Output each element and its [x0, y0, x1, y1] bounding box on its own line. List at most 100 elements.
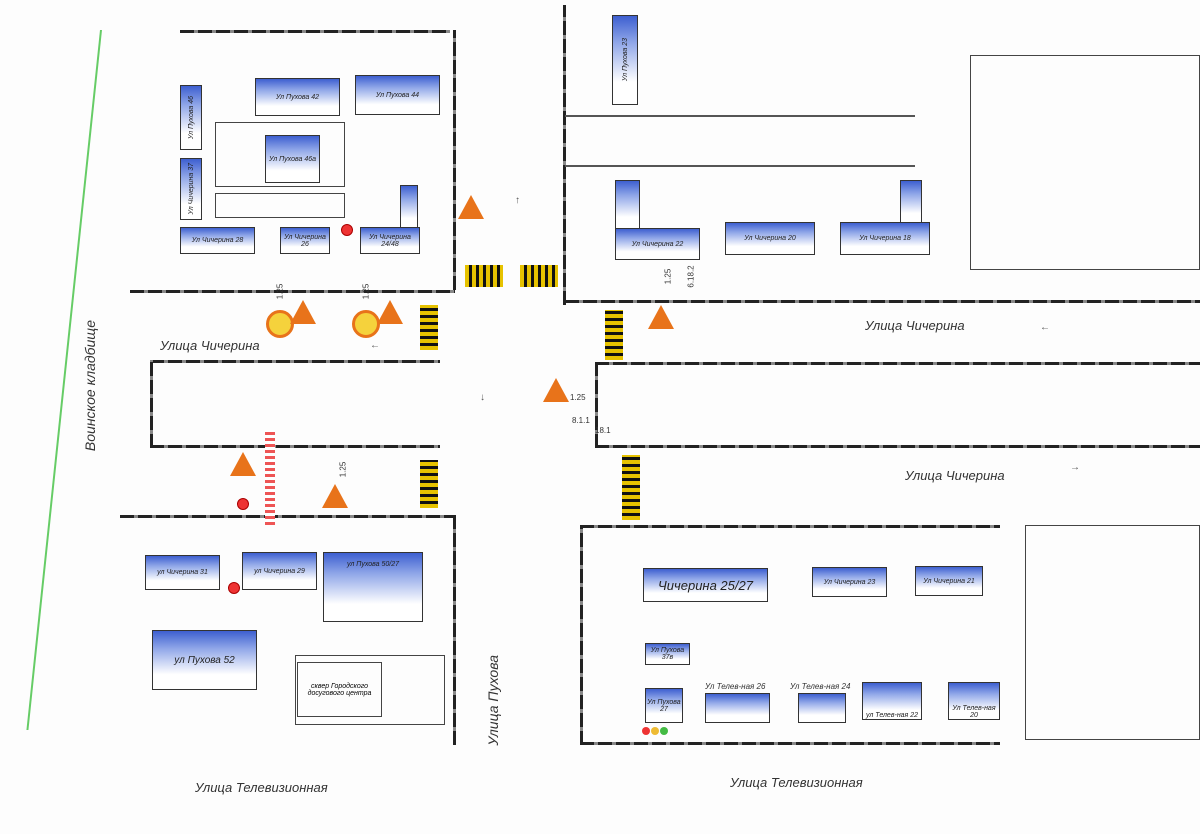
building-label: Ул Телев-ная 24 — [790, 682, 851, 691]
median-edge — [595, 445, 1200, 448]
road-edge — [120, 515, 455, 518]
building — [705, 693, 770, 723]
direction-arrow-icon: ← — [370, 340, 380, 351]
building: Ул Телев-ная 20 — [948, 682, 1000, 720]
road-edge — [580, 742, 1000, 745]
road-edge — [580, 525, 1000, 528]
building: Чичерина 25/27 — [643, 568, 768, 602]
square-label: сквер Городского — [311, 682, 368, 690]
building: Ул Чичерина 28 — [180, 227, 255, 254]
lot-outline — [970, 55, 1200, 270]
building-label: Ул Телев-ная 26 — [705, 682, 766, 691]
building-label: Ул Пухова 46 — [187, 95, 195, 140]
road-edge — [130, 290, 455, 293]
crosswalk — [420, 305, 438, 350]
direction-arrow-icon: → — [1070, 462, 1080, 473]
roadworks-sign-icon — [290, 300, 316, 324]
building: Ул Чичерина 23 — [812, 567, 887, 597]
median-edge — [595, 362, 1200, 365]
building-wing — [400, 185, 418, 230]
street-label: Улица Пухова — [485, 655, 501, 746]
building: Ул Чичерина 18 — [840, 222, 930, 255]
sign-code: 1.25 — [275, 283, 285, 300]
building: Ул Чичерина 21 — [915, 566, 983, 596]
traffic-light-icon — [642, 727, 650, 735]
roadworks-sign-icon — [322, 484, 348, 508]
building: ул Телев-ная 22 — [862, 682, 922, 720]
yard-outline — [215, 122, 345, 187]
roadworks-sign-icon — [543, 378, 569, 402]
street-label: Улица Чичерина — [865, 318, 965, 333]
road-line — [565, 165, 915, 167]
building: Ул Чичерина 22 — [615, 228, 700, 260]
no-entry-sign-icon — [228, 582, 240, 594]
building: Ул Чичерина 20 — [725, 222, 815, 255]
road-edge — [453, 30, 456, 290]
road-edge — [563, 5, 566, 305]
road-edge — [565, 300, 1200, 303]
street-label: Улица Телевизионная — [730, 775, 863, 790]
building: Ул Пухова 44 — [355, 75, 440, 115]
street-label: Улица Чичерина — [905, 468, 1005, 483]
building-wing — [900, 180, 922, 225]
building-label: Ул Чичерина 37 — [187, 163, 195, 215]
crosswalk — [420, 460, 438, 508]
building-wing — [615, 180, 640, 230]
traffic-light-icon — [651, 727, 659, 735]
building: Ул Чичерина 26 — [280, 227, 330, 254]
median-edge — [150, 360, 440, 363]
street-label: Улица Чичерина — [160, 338, 260, 353]
sign-code: 1.25 — [570, 393, 586, 402]
crosswalk — [605, 310, 623, 360]
sign-code: 18.1 — [595, 426, 611, 435]
roadworks-sign-icon — [458, 195, 484, 219]
road-sign-icon — [352, 310, 380, 338]
roadworks-sign-icon — [377, 300, 403, 324]
road-edge — [580, 525, 583, 745]
road-sign-icon — [266, 310, 294, 338]
lot-outline — [1025, 525, 1200, 740]
building: Ул Пухова 46 — [180, 85, 202, 150]
sign-code: 1.25 — [338, 461, 348, 478]
construction-zone — [265, 430, 275, 525]
square-label: досугового центра — [307, 689, 372, 697]
street-label: Улица Телевизионная — [195, 780, 328, 795]
no-entry-sign-icon — [237, 498, 249, 510]
crosswalk — [622, 455, 640, 520]
square-label-box: сквер Городского досугового центра — [297, 662, 382, 717]
building: Ул Пухова 23 — [612, 15, 638, 105]
median-edge — [595, 362, 598, 448]
median-edge — [150, 445, 440, 448]
sign-code: 6.18.2 — [686, 265, 696, 288]
building: Ул Чичерина 37 — [180, 158, 202, 220]
direction-arrow-icon: ↑ — [515, 195, 520, 206]
sign-code: 1.25 — [663, 268, 673, 285]
crosswalk — [520, 265, 558, 287]
direction-arrow-icon: ↓ — [480, 392, 485, 403]
building: Ул Чичерина 24/48 — [360, 227, 420, 254]
traffic-light-icon — [660, 727, 668, 735]
sign-code: 8.1.1 — [572, 416, 590, 425]
road-edge — [180, 30, 450, 33]
road-edge — [453, 515, 456, 745]
building: ул Пухова 50/27 — [323, 552, 423, 622]
building: Ул Пухова 37в — [645, 643, 690, 665]
building: Ул Пухова 42 — [255, 78, 340, 116]
building-label: Ул Пухова 23 — [621, 38, 629, 82]
crosswalk — [465, 265, 503, 287]
roadworks-sign-icon — [230, 452, 256, 476]
sign-code: 1.25 — [361, 283, 371, 300]
building: Ул Пухова 27 — [645, 688, 683, 723]
median-edge — [150, 360, 153, 448]
building: ул Чичерина 31 — [145, 555, 220, 590]
building — [798, 693, 846, 723]
direction-arrow-icon: ← — [1040, 322, 1050, 333]
building: ул Пухова 52 — [152, 630, 257, 690]
road-line — [565, 115, 915, 117]
yard-outline — [215, 193, 345, 218]
building: Ул Пухова 46а — [265, 135, 320, 183]
no-entry-sign-icon — [341, 224, 353, 236]
roadworks-sign-icon — [648, 305, 674, 329]
building: ул Чичерина 29 — [242, 552, 317, 590]
